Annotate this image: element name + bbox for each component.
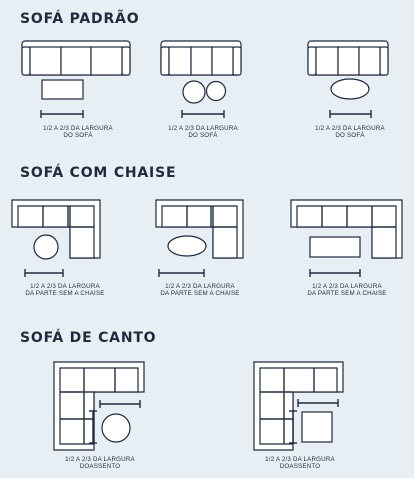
- caption-line-1: 1/2 A 2/3 DA LARGURA: [168, 125, 238, 132]
- round-table-large: [182, 80, 206, 104]
- measure-line: [24, 269, 64, 277]
- rectangular-coffee-table: [41, 79, 84, 100]
- measure-line-vertical: [289, 410, 297, 444]
- caption-line-1: 1/2 A 2/3 DA LARGURA: [312, 283, 382, 290]
- measure-line: [40, 110, 84, 118]
- caption-line-2: DA PARTE SEM A CHAISE: [307, 290, 387, 298]
- round-coffee-table: [33, 234, 59, 260]
- caption-standard-1: 1/2 A 2/3 DA LARGURA DO SOFÁ: [18, 125, 138, 140]
- caption-line-1: 1/2 A 2/3 DA LARGURA: [30, 283, 100, 290]
- caption-line-2: DA PARTE SEM A CHAISE: [160, 290, 240, 298]
- measure-line: [309, 269, 361, 277]
- caption-corner-2: 1/2 A 2/3 DA LARGURA DOASSENTO: [240, 456, 360, 471]
- measure-line: [329, 110, 372, 118]
- caption-line-2: DO SOFÁ: [63, 132, 93, 140]
- caption-line-2: DA PARTE SEM A CHAISE: [25, 290, 105, 298]
- square-coffee-table: [301, 411, 333, 443]
- measure-line: [181, 110, 225, 118]
- caption-line-1: 1/2 A 2/3 DA LARGURA: [315, 125, 385, 132]
- section-title-corner-sofa: SOFÁ DE CANTO: [20, 330, 157, 346]
- caption-line-1: 1/2 A 2/3 DA LARGURA: [43, 125, 113, 132]
- section-title-chaise-sofa: SOFÁ COM CHAISE: [20, 165, 177, 181]
- caption-line-1: 1/2 A 2/3 DA LARGURA: [65, 456, 135, 463]
- measure-line: [158, 269, 205, 277]
- measure-line-horizontal: [99, 400, 141, 408]
- round-coffee-table: [101, 413, 131, 443]
- caption-line-2: DOASSENTO: [79, 463, 121, 471]
- caption-line-2: DO SOFÁ: [188, 132, 218, 140]
- measure-line-horizontal: [297, 399, 339, 407]
- corner-sofa-2: [253, 361, 344, 451]
- chaise-sofa-3: [290, 199, 403, 259]
- caption-chaise-3: 1/2 A 2/3 DA LARGURA DA PARTE SEM A CHAI…: [287, 283, 407, 298]
- measure-line-vertical: [89, 410, 97, 444]
- oval-coffee-table: [330, 78, 370, 100]
- corner-sofa-1: [53, 361, 145, 451]
- round-table-small: [205, 80, 227, 102]
- section-title-standard-sofa: SOFÁ PADRÃO: [20, 11, 140, 27]
- standard-sofa-1: [21, 40, 131, 76]
- caption-chaise-1: 1/2 A 2/3 DA LARGURA DA PARTE SEM A CHAI…: [5, 283, 125, 298]
- caption-corner-1: 1/2 A 2/3 DA LARGURA DOASSENTO: [40, 456, 160, 471]
- caption-standard-2: 1/2 A 2/3 DA LARGURA DO SOFÁ: [143, 125, 263, 140]
- standard-sofa-2: [160, 40, 242, 76]
- chaise-sofa-1: [11, 199, 101, 259]
- rectangular-coffee-table: [309, 236, 361, 258]
- caption-line-2: DO SOFÁ: [335, 132, 365, 140]
- oval-coffee-table: [167, 235, 207, 257]
- chaise-sofa-2: [155, 199, 244, 259]
- caption-chaise-2: 1/2 A 2/3 DA LARGURA DA PARTE SEM A CHAI…: [140, 283, 260, 298]
- standard-sofa-3: [307, 40, 389, 76]
- caption-line-2: DOASSENTO: [279, 463, 321, 471]
- caption-standard-3: 1/2 A 2/3 DA LARGURA DO SOFÁ: [290, 125, 410, 140]
- caption-line-1: 1/2 A 2/3 DA LARGURA: [165, 283, 235, 290]
- caption-line-1: 1/2 A 2/3 DA LARGURA: [265, 456, 335, 463]
